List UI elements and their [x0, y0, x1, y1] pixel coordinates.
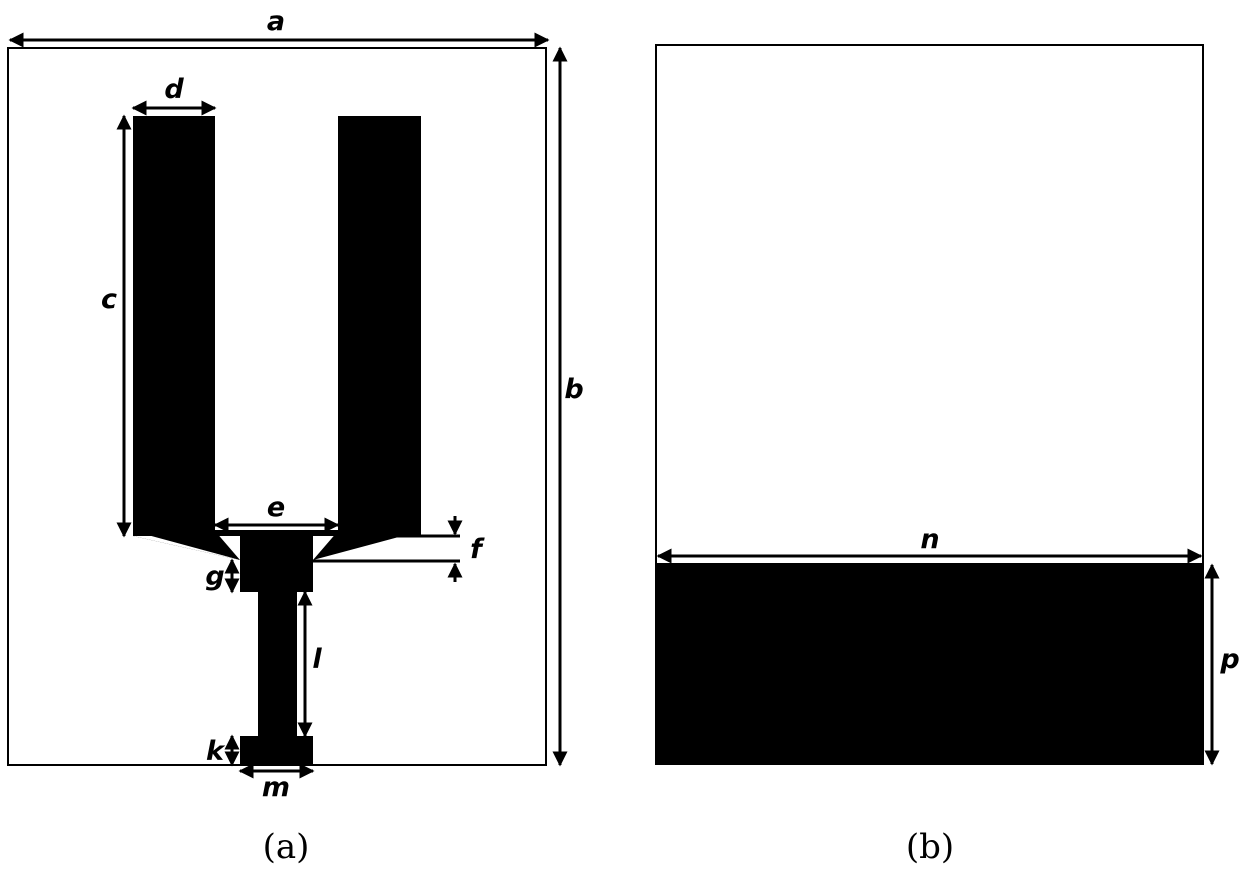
dim-label-d: d: [164, 74, 184, 105]
neck-block: [215, 530, 338, 536]
dim-label-e: e: [267, 492, 285, 523]
caption-b: (b): [906, 827, 954, 867]
dim-label-f: f: [470, 534, 485, 565]
dim-label-a: a: [267, 6, 285, 37]
fork-patch: [133, 116, 421, 592]
dim-label-c: c: [101, 284, 117, 315]
feed-pad: [240, 736, 313, 765]
dim-label-n: n: [920, 524, 939, 555]
step-block: [240, 536, 313, 592]
dim-label-l: l: [312, 644, 322, 675]
dim-label-b: b: [564, 374, 583, 405]
taper-right: [313, 531, 421, 560]
dim-label-m: m: [262, 772, 290, 803]
panel-b-back-view: n p (b): [655, 44, 1240, 867]
feed-line: [258, 590, 297, 740]
dim-label-p: p: [1219, 644, 1239, 675]
dim-label-g: g: [205, 561, 224, 592]
dim-label-k: k: [206, 736, 226, 767]
ground-plane: [656, 563, 1203, 764]
panel-a-front-view: a b d c e f g l k m (a): [7, 6, 584, 867]
taper-left: [133, 531, 240, 560]
caption-a: (a): [263, 827, 310, 867]
